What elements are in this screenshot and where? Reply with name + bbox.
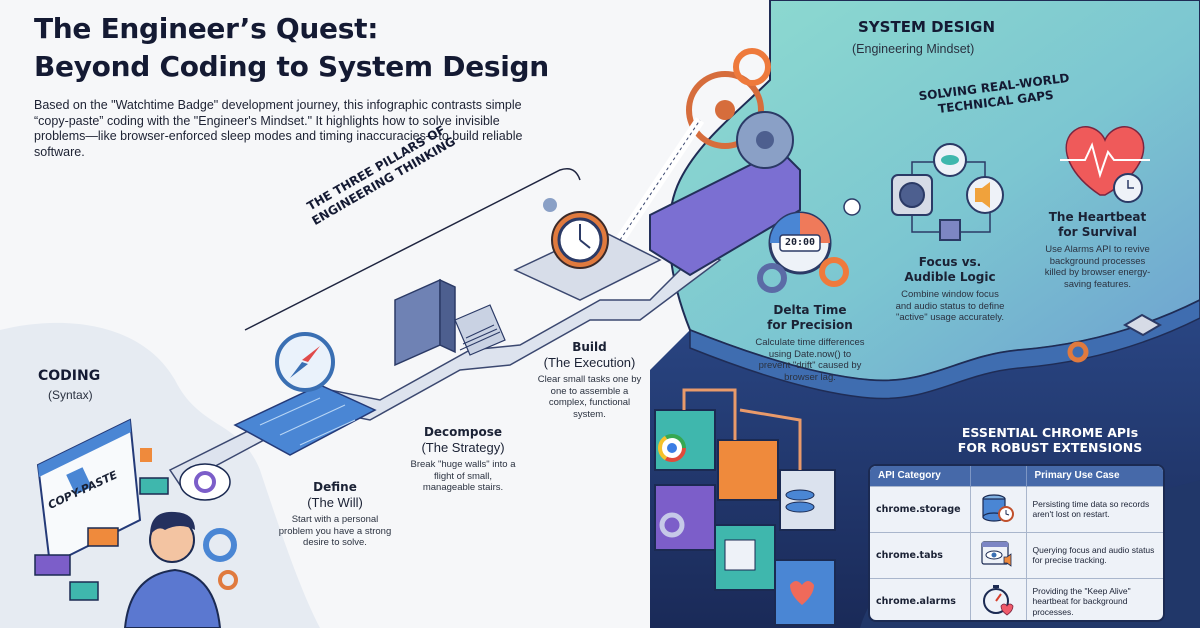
gap-focus-audible: Focus vs.Audible Logic Combine window fo…: [895, 255, 1005, 324]
gap-title-line-1: The Heartbeat: [1048, 210, 1147, 224]
pillars-bracket: [244, 168, 581, 331]
build-clock-machine: [513, 198, 662, 301]
lego-blocks: [34, 448, 238, 601]
intro-paragraph: Based on the "Watchtime Badge" developme…: [34, 98, 523, 159]
column-header-use-case: Primary Use Case: [1026, 466, 1163, 486]
heartbeat-heart: [1060, 126, 1150, 203]
table-row: chrome.alarms Providing the "Keep Alive"…: [870, 577, 1163, 620]
page-title: The Engineer’s Quest: Beyond Coding to S…: [34, 10, 549, 86]
api-category: chrome.tabs: [870, 531, 971, 578]
pillar-define: Define (The Will) Start with a personal …: [275, 480, 395, 549]
pillar-subtitle: (The Execution): [543, 355, 636, 370]
api-use-case: Providing the "Keep Alive" heartbeat for…: [1026, 577, 1163, 620]
gap-description: Calculate time differences using Date.no…: [755, 337, 865, 383]
person-thinking: [123, 463, 231, 628]
api-use-case: Querying focus and audio status for prec…: [1026, 531, 1163, 578]
coding-subtitle: (Syntax): [48, 388, 93, 402]
gap-title-line-2: for Precision: [767, 318, 853, 332]
gap-title-line-1: Focus vs.: [918, 255, 982, 269]
pillar-title: Define: [313, 480, 357, 494]
gap-title: Focus vs.Audible Logic: [895, 255, 1005, 285]
gap-title-line-1: Delta Time: [773, 303, 847, 317]
delta-time-stopwatch: [757, 198, 861, 293]
apis-heading-line-2: FOR ROBUST EXTENSIONS: [957, 440, 1143, 455]
table-row: chrome.storage Persisting time data so r…: [870, 485, 1163, 532]
gap-description: Combine window focus and audio status to…: [895, 289, 1005, 323]
system-design-title: SYSTEM DESIGN: [858, 18, 996, 36]
database-clock-icon: [982, 493, 1014, 522]
decompose-wall: [394, 278, 506, 367]
define-compass-blueprint: [233, 332, 377, 456]
api-category: chrome.alarms: [870, 577, 971, 620]
column-header-icon: [970, 466, 1027, 486]
pillar-subtitle: (The Strategy): [421, 440, 505, 455]
api-table: API Category Primary Use Case chrome.sto…: [868, 464, 1165, 622]
table-row: chrome.tabs Querying focus and audio sta…: [870, 531, 1163, 578]
api-table-header: API Category Primary Use Case: [870, 466, 1163, 486]
server-cubes: [654, 388, 836, 626]
column-header-category: API Category: [870, 466, 971, 486]
pillar-title: Decompose: [423, 425, 503, 439]
gap-title-line-2: for Survival: [1058, 225, 1137, 239]
title-line-1: The Engineer’s Quest:: [34, 12, 379, 45]
gap-description: Use Alarms API to revive background proc…: [1044, 244, 1151, 290]
plateau-edge: [689, 299, 1200, 400]
apis-heading: ESSENTIAL CHROME APIs FOR ROBUST EXTENSI…: [920, 425, 1180, 455]
pillar-build: Build (The Execution) Clear small tasks …: [532, 340, 647, 420]
pillar-description: Break "huge walls" into a flight of smal…: [410, 459, 516, 493]
chip-and-gear: [1067, 313, 1163, 363]
gear-machine: [615, 48, 801, 277]
window-eye-speaker-icon: [981, 540, 1012, 567]
apis-heading-line-1: ESSENTIAL CHROME APIs: [961, 425, 1139, 440]
api-use-case: Persisting time data so records aren't l…: [1026, 485, 1163, 532]
coding-title: CODING: [38, 368, 101, 384]
title-line-2: Beyond Coding to System Design: [34, 50, 549, 83]
focus-audible-diagram: [891, 143, 1004, 241]
pillar-description: Start with a personal problem you have a…: [278, 514, 392, 548]
coding-area-blob: [0, 322, 320, 628]
pillar-title: Build: [572, 340, 607, 354]
api-category: chrome.storage: [870, 485, 971, 532]
system-design-subtitle: (Engineering Mindset): [852, 42, 975, 56]
pillar-description: Clear small tasks one by one to assemble…: [537, 374, 642, 420]
stopwatch-heart-icon: [983, 584, 1014, 616]
gap-title-line-2: Audible Logic: [904, 270, 996, 284]
pillar-subtitle: (The Will): [307, 495, 363, 510]
stopwatch-readout: 20:00: [784, 237, 816, 248]
pillar-decompose: Decompose (The Strategy) Break "huge wal…: [408, 425, 518, 494]
